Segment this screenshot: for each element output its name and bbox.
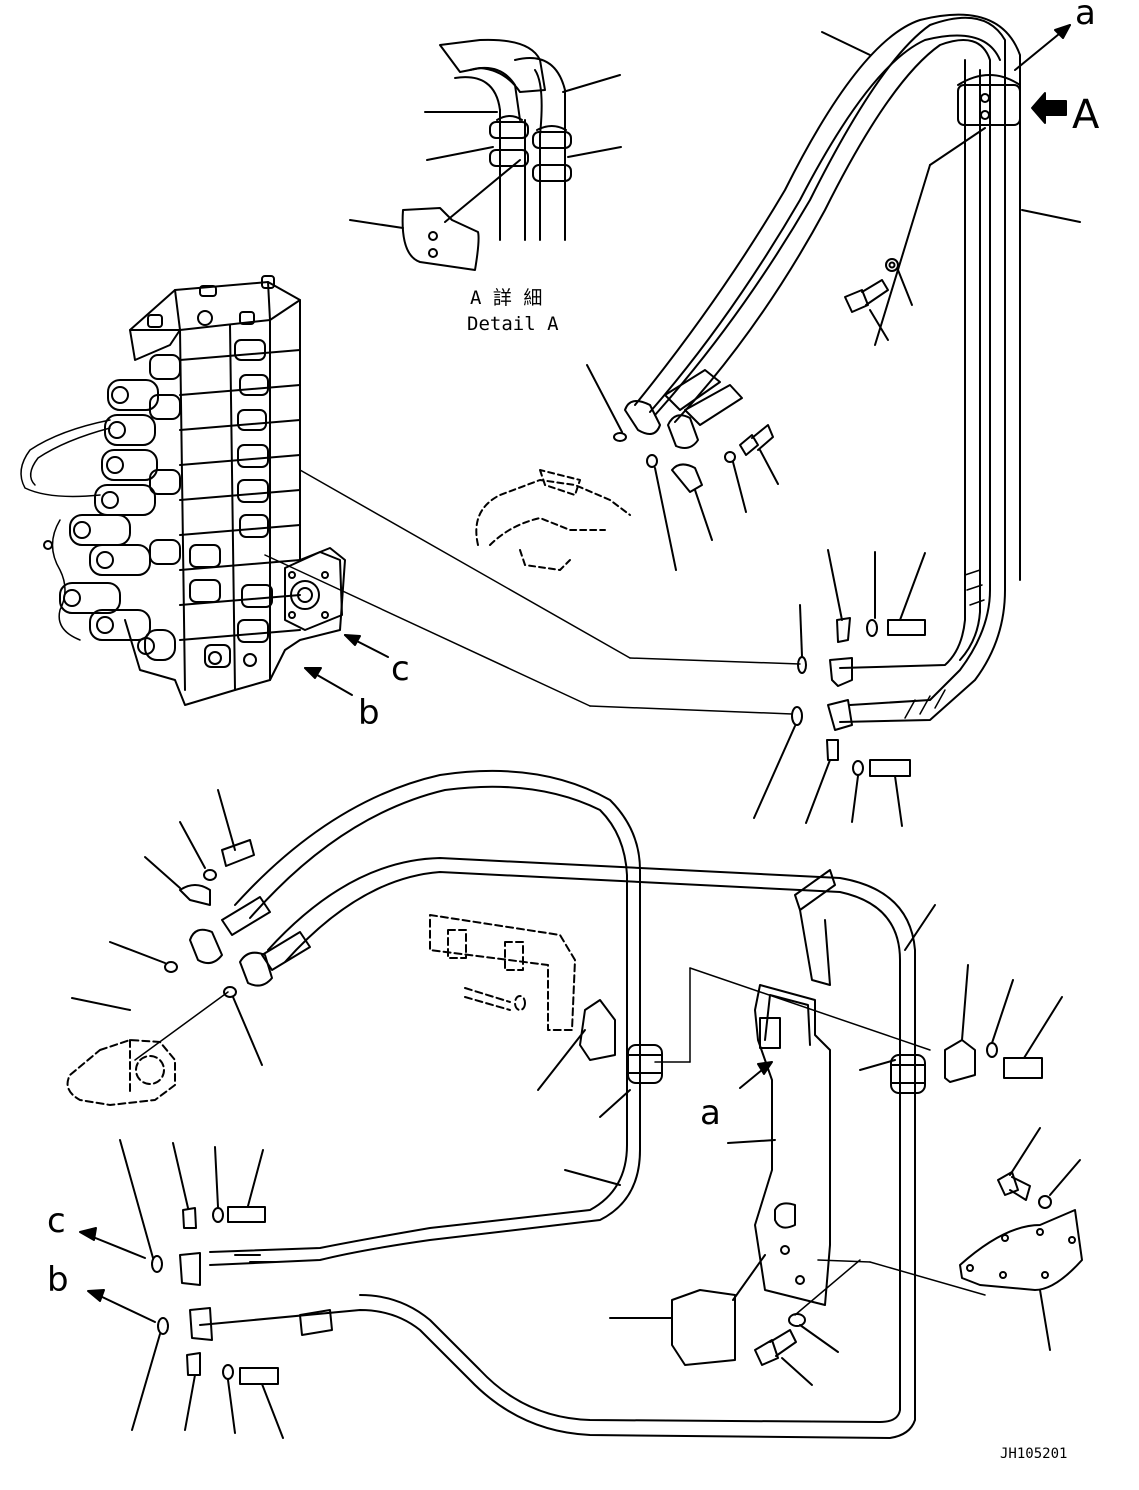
upper-hose-assembly: A a: [624, 0, 1100, 731]
callout-b-hose-end: b: [47, 1260, 69, 1300]
drawing-code: JH105201: [1000, 1446, 1067, 1462]
callout-a-top: a: [1075, 0, 1096, 33]
right-bracket-hardware: [944, 964, 1083, 1351]
detail-a-view: A 詳 細 Detail A: [349, 38, 622, 335]
control-valve: c b: [20, 275, 801, 733]
solenoid-valves: [59, 354, 181, 661]
callout-c-hose-end: c: [47, 1201, 66, 1241]
callout-c-valve: c: [391, 649, 410, 689]
callout-b-valve: b: [358, 693, 380, 733]
lower-hose-assembly: [179, 769, 936, 1439]
upper-hardware: [475, 258, 926, 827]
view-arrow-label: A: [1072, 92, 1100, 138]
valve-sections: [179, 349, 301, 641]
detail-label-en: Detail A: [467, 313, 559, 335]
mounting-bracket: a: [609, 869, 986, 1386]
callout-a-bracket: a: [700, 1093, 721, 1133]
detail-label-jp: A 詳 細: [470, 287, 542, 309]
valve-port-fittings: [137, 339, 273, 668]
lower-left-hardware: c b: [47, 789, 616, 1439]
